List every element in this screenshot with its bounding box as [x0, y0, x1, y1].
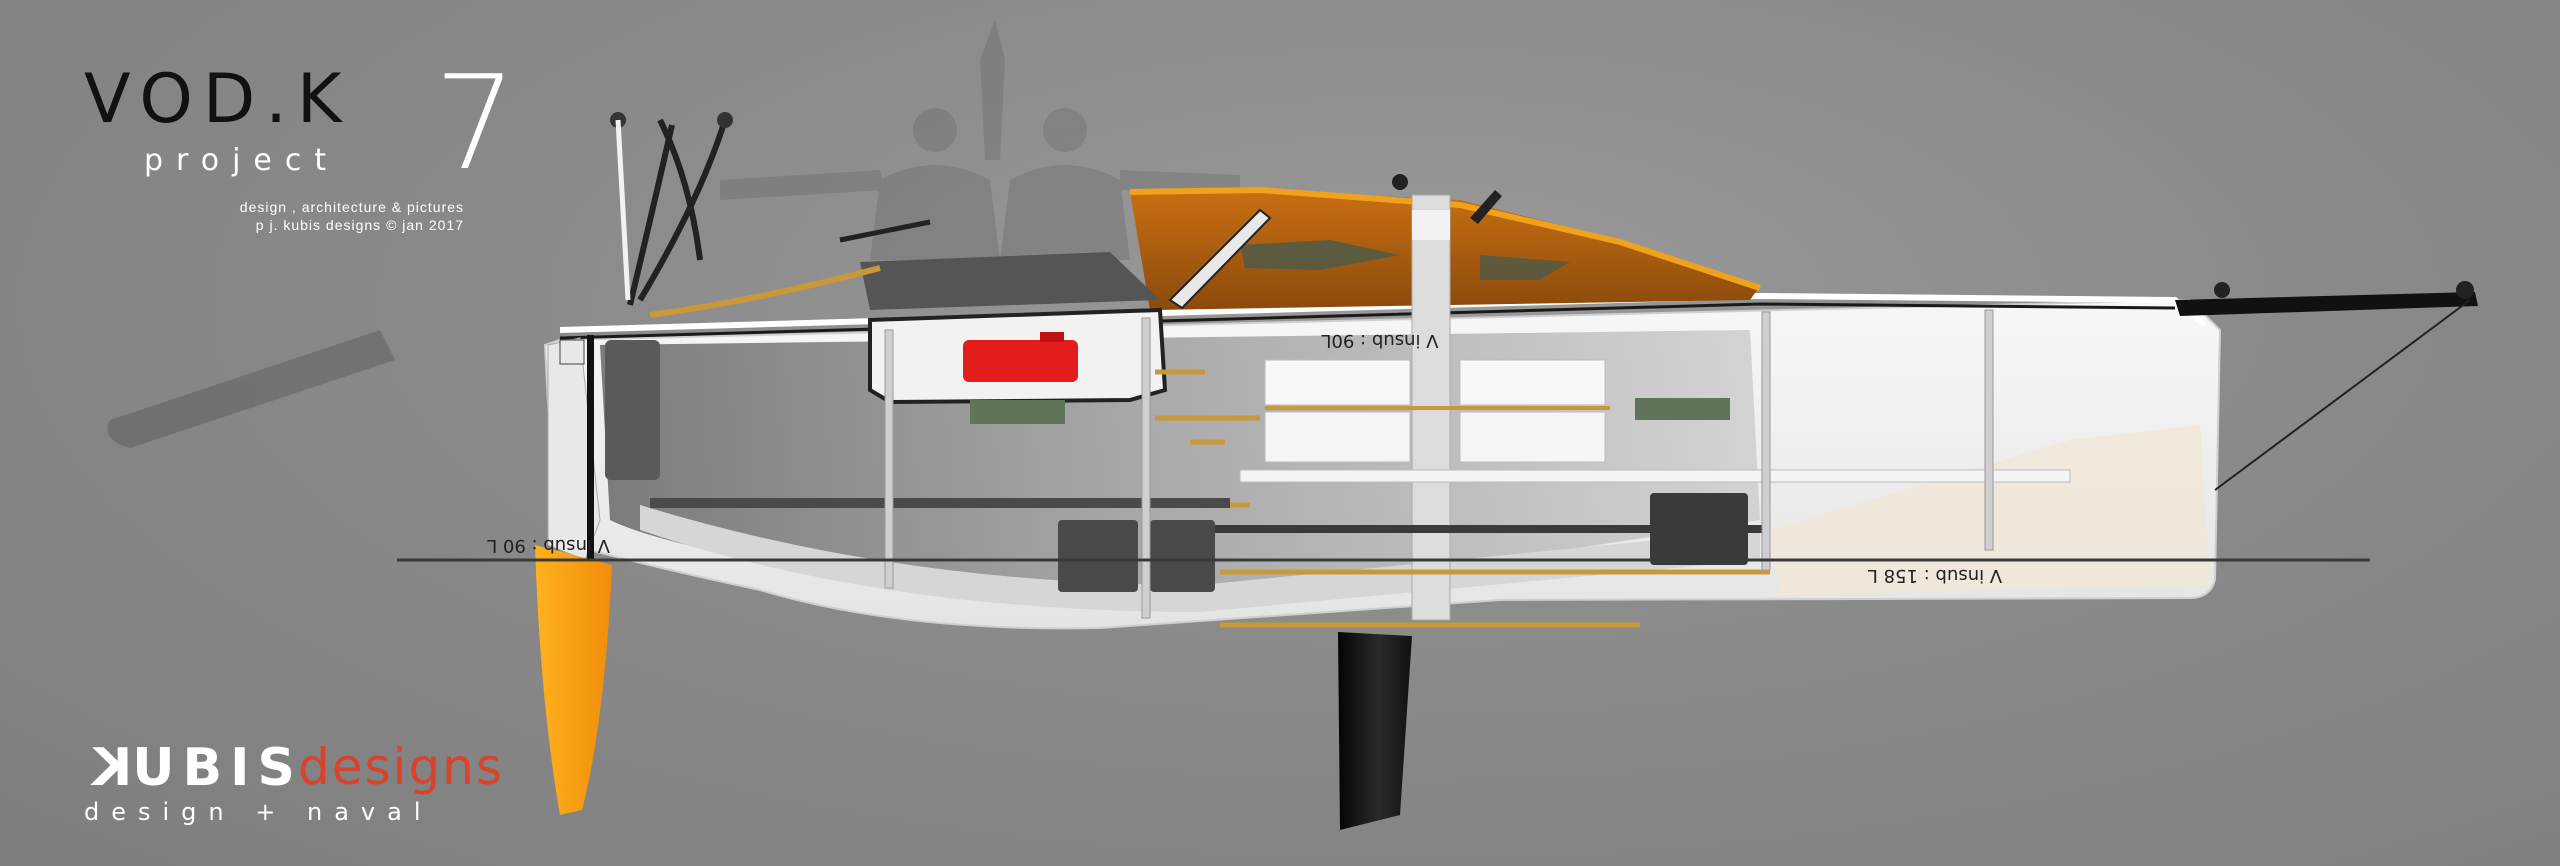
battery-box-2 — [1635, 398, 1730, 420]
rudder — [535, 545, 612, 815]
brand-designs: designs — [298, 738, 504, 796]
brand-kubis: KUBIS — [84, 738, 303, 798]
storage-box-2 — [1150, 520, 1215, 592]
stringers — [650, 469, 2071, 533]
storage-box-3 — [1650, 493, 1748, 565]
volume-label-fore: V insub : 158 L — [1868, 565, 2002, 586]
hatch-icon — [1470, 190, 1502, 224]
cabin-window — [1240, 240, 1400, 270]
brand-logo: KUBIS designs design + naval — [84, 738, 524, 832]
project-title: VOD.K — [84, 60, 352, 139]
cabin-sole — [640, 505, 1760, 612]
project-subtitle: project — [144, 143, 340, 178]
credit-text: design , architecture & pictures p j. ku… — [144, 198, 464, 234]
keel — [1338, 632, 1412, 830]
tiller — [649, 265, 881, 318]
cabin-window-2 — [1480, 255, 1570, 280]
bowsprit — [2175, 292, 2478, 316]
rudder-stock — [587, 335, 594, 570]
winch-icon — [1392, 174, 1408, 190]
brand-mirrored-k: K — [84, 738, 133, 798]
bulkheads — [884, 309, 1994, 619]
coachroof-edge — [1129, 186, 1761, 291]
project-number: 7 — [434, 47, 517, 199]
bunks — [1264, 359, 1610, 463]
cockpit-seat — [860, 252, 1160, 310]
volume-label-mid: V insub : 90L — [1321, 330, 1438, 351]
storage-box-1 — [1058, 520, 1138, 592]
forestay — [2214, 299, 2471, 491]
pushpit — [627, 118, 728, 306]
tiller-shadow — [107, 330, 395, 448]
credit-line-1: design , architecture & pictures — [239, 199, 464, 215]
battery-box — [970, 400, 1065, 424]
volume-label-aft: V insub : 90 L — [487, 535, 610, 556]
fuel-can-icon — [963, 340, 1078, 382]
crew-silhouettes — [720, 20, 1240, 260]
bowsprit-tip-icon — [2456, 281, 2474, 299]
project-title-block: VOD.K project 7 design , architecture & … — [84, 58, 517, 246]
stern-block — [605, 340, 660, 480]
brand-tagline: design + naval — [84, 798, 433, 826]
bow-fitting-icon — [2214, 282, 2230, 298]
credit-line-2: p j. kubis designs © jan 2017 — [255, 217, 464, 233]
brand-kubis-rest: UBIS — [132, 738, 303, 798]
companionway-hatch — [1168, 208, 1272, 310]
